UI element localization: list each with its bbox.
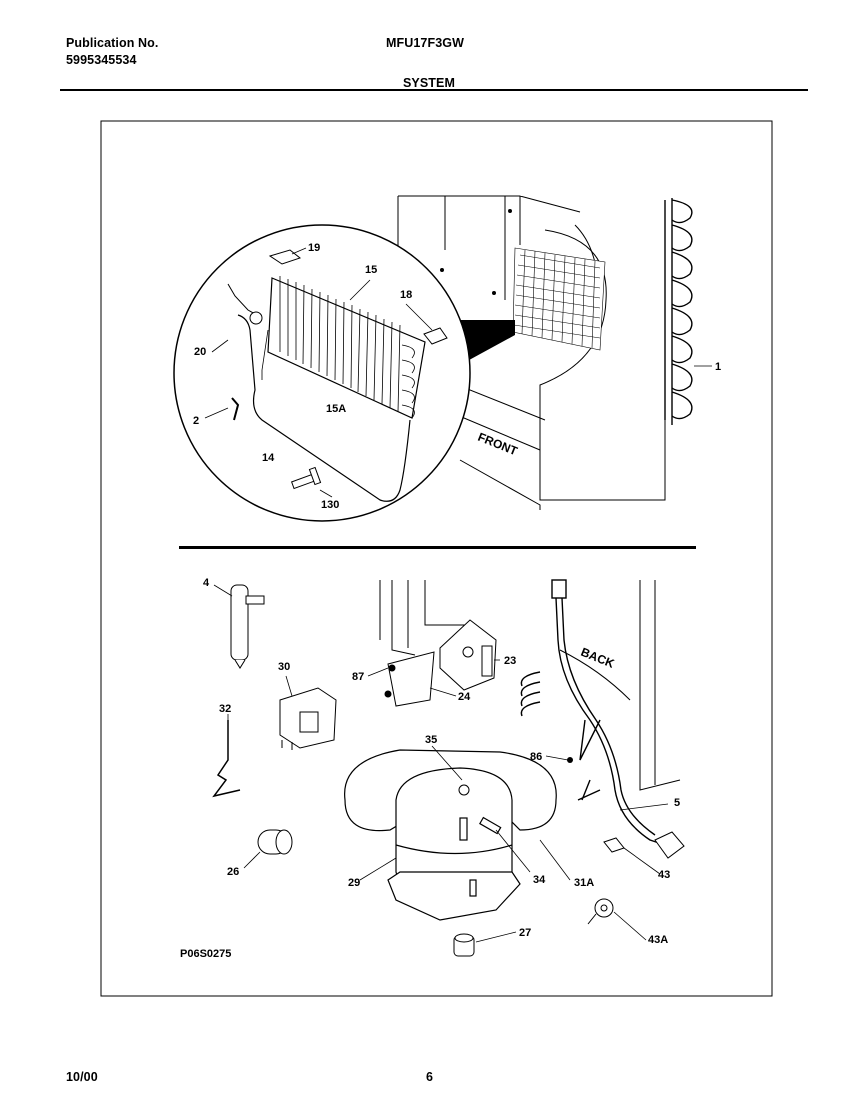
part-23-control [439, 619, 497, 691]
callout-26: 26 [227, 866, 239, 878]
part-35-bolt [458, 784, 470, 796]
part-43-clip [603, 837, 625, 853]
callout-86: 86 [530, 751, 542, 763]
section-separator [179, 546, 696, 549]
callout-35: 35 [425, 734, 437, 746]
part-30-relay [279, 687, 337, 750]
publication-number: 5995345534 [66, 53, 137, 67]
part-5-plug [654, 831, 685, 859]
callout-14: 14 [262, 452, 275, 464]
cabinet-lower [379, 580, 681, 791]
part-43a-clip [587, 898, 614, 925]
evaporator-grid [512, 247, 606, 351]
capillary-tube [237, 314, 411, 502]
magnifier-beam [455, 320, 515, 365]
publication-label: Publication No. [66, 36, 159, 50]
callout-19: 19 [308, 242, 320, 254]
condenser-coil [664, 198, 693, 425]
part-130-bolt [290, 466, 322, 490]
callout-43: 43 [658, 869, 670, 881]
section-title: SYSTEM [403, 76, 455, 90]
part-32-wire [212, 720, 241, 798]
part-18-pad [423, 327, 448, 345]
callout-20: 20 [194, 346, 206, 358]
drawing-code: P06S0275 [180, 948, 231, 960]
part-5-power-cord [520, 579, 666, 846]
callout-23: 23 [504, 655, 516, 667]
callout-2: 2 [193, 415, 199, 427]
callout-5: 5 [674, 797, 680, 809]
cabinet-upper [397, 195, 666, 510]
callout-15a: 15A [326, 403, 346, 415]
callout-34: 34 [533, 874, 546, 886]
part-27-grommet [453, 933, 475, 957]
part-24-bracket [387, 651, 435, 707]
callout-15: 15 [365, 264, 377, 276]
part-2-clip [231, 397, 240, 421]
callout-30: 30 [278, 661, 290, 673]
diagram-frame [100, 120, 773, 997]
leaders-bottom [213, 584, 669, 943]
callout-4: 4 [203, 577, 210, 589]
callout-18: 18 [400, 289, 412, 301]
callout-1: 1 [715, 361, 721, 373]
callout-43a: 43A [648, 934, 668, 946]
footer-page-number: 6 [426, 1070, 434, 1084]
callout-87: 87 [352, 671, 364, 683]
callout-29: 29 [348, 877, 360, 889]
evaporator [261, 276, 426, 419]
callout-24: 24 [458, 691, 471, 703]
part-29-compressor [387, 767, 521, 921]
callout-32: 32 [219, 703, 231, 715]
part-26-capacitor [257, 829, 293, 855]
back-label: BACK [579, 645, 617, 671]
part-86-screw [567, 757, 573, 763]
leaders-top [204, 247, 433, 498]
callout-130: 130 [321, 499, 339, 511]
header-rule [60, 89, 808, 91]
model-number: MFU17F3GW [386, 36, 464, 50]
part-4-drier [230, 584, 265, 669]
callout-31a: 31A [574, 877, 594, 889]
part-87-screws [384, 664, 396, 698]
callout-27: 27 [519, 927, 531, 939]
footer-date: 10/00 [66, 1070, 98, 1084]
front-label: FRONT [476, 430, 520, 459]
